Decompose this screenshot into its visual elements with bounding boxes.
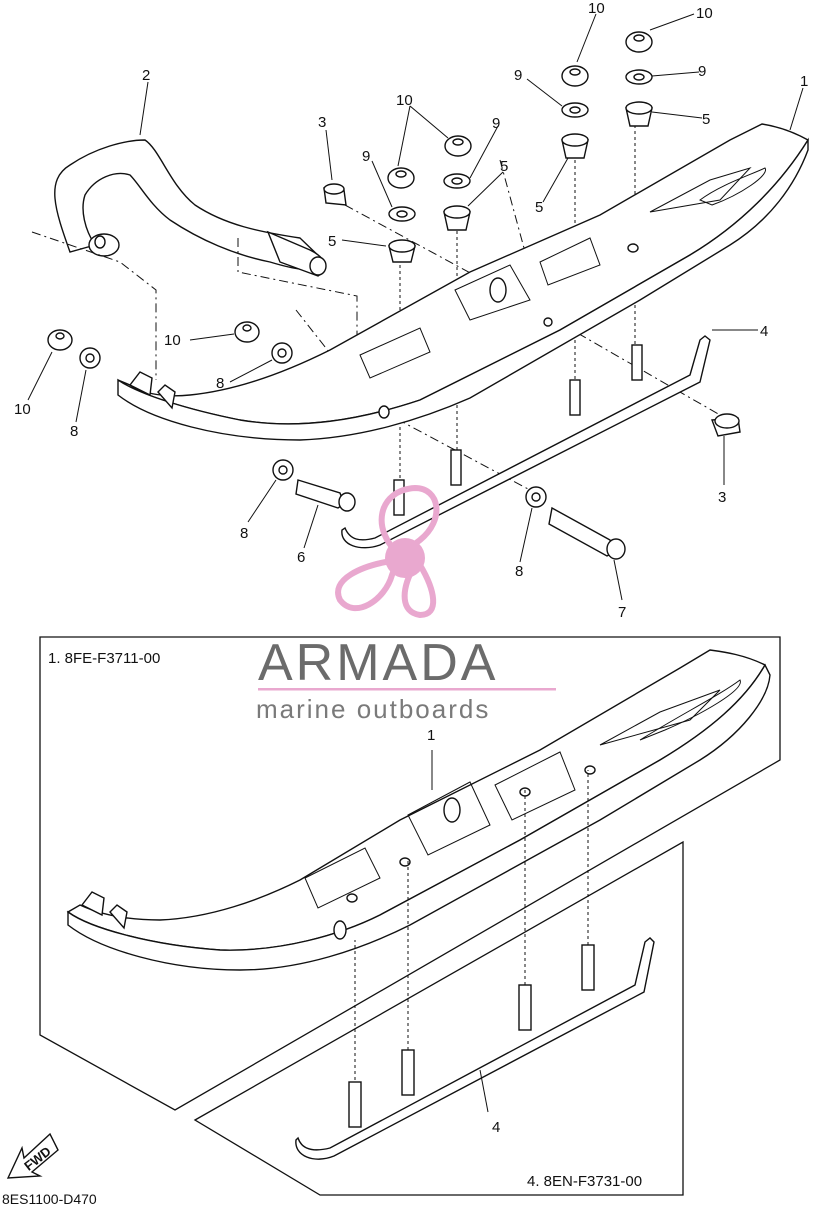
- callout-6: 6: [297, 549, 305, 566]
- hardware-small: [47, 31, 741, 508]
- ski-handle-part: [54, 139, 327, 277]
- callout-numbers-upper: 1 2 3 3 4 5 5 5 5 6 7 8 8 8 8 9 9 9 9 10…: [14, 0, 808, 621]
- inset-frame-1: 1. 8FE-F3711-00: [39, 636, 781, 1111]
- callout-10-d: 10: [164, 332, 181, 349]
- watermark-subtitle: marine outboards: [256, 694, 490, 724]
- watermark-underline: [258, 688, 556, 691]
- callout-1-inset: 1: [427, 727, 435, 744]
- callout-5-a: 5: [702, 111, 710, 128]
- callout-1: 1: [800, 73, 808, 90]
- propeller-logo-icon: [335, 484, 440, 619]
- runner-inset: 4: [295, 770, 655, 1160]
- bolts: [295, 479, 626, 560]
- callout-5-c: 5: [500, 158, 508, 175]
- callout-10-b: 10: [696, 5, 713, 22]
- fwd-arrow-icon: FWD: [6, 1132, 59, 1179]
- callout-9-c: 9: [492, 115, 500, 132]
- inset-4-part-number: 4. 8EN-F3731-00: [527, 1173, 642, 1190]
- callout-10-e: 10: [14, 401, 31, 418]
- callout-3-left: 3: [318, 114, 326, 131]
- watermark-brand: ARMADA: [258, 634, 498, 692]
- callout-10-a: 10: [588, 0, 605, 17]
- callout-2: 2: [142, 67, 150, 84]
- callout-7: 7: [618, 604, 626, 621]
- callout-leaders: [27, 13, 804, 601]
- callout-8-d: 8: [515, 563, 523, 580]
- callout-9-a: 9: [514, 67, 522, 84]
- callout-8-c: 8: [240, 525, 248, 542]
- callout-4-inset: 4: [492, 1119, 500, 1136]
- watermark: ARMADA marine outboards: [256, 484, 556, 724]
- drawing-code: 8ES1100-D470: [2, 1191, 97, 1207]
- inset-frame-4: 4. 8EN-F3731-00: [193, 840, 684, 1196]
- callout-5-b: 5: [535, 199, 543, 216]
- callout-10-c: 10: [396, 92, 413, 109]
- callout-8-b: 8: [70, 423, 78, 440]
- callout-5-d: 5: [328, 233, 336, 250]
- callout-9-d: 9: [362, 148, 370, 165]
- runner-main: [341, 335, 711, 549]
- inset-1-part-number: 1. 8FE-F3711-00: [48, 650, 160, 667]
- callout-4: 4: [760, 323, 768, 340]
- callout-9-b: 9: [698, 63, 706, 80]
- ski-body-inset: 1: [66, 649, 771, 971]
- callout-8-a: 8: [216, 375, 224, 392]
- ski-body-main: [117, 123, 809, 441]
- callout-3-right: 3: [718, 489, 726, 506]
